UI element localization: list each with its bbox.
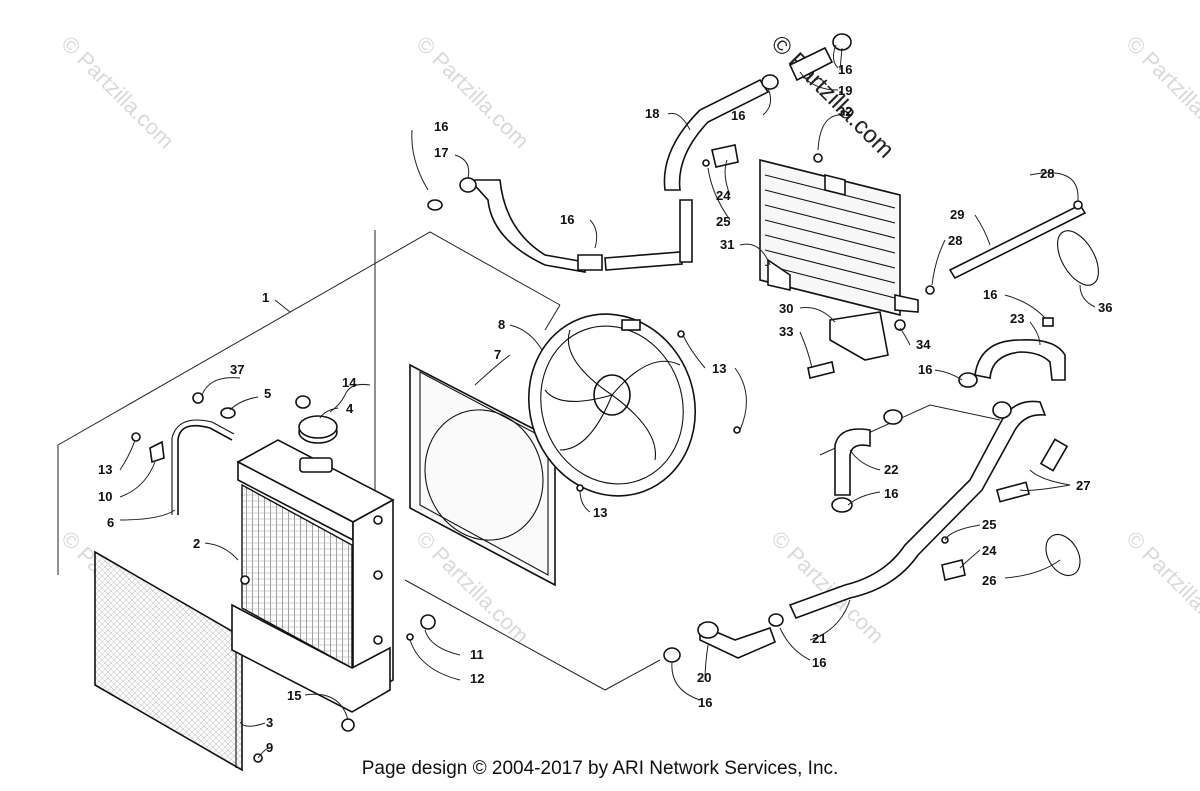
callout-14: 14 <box>342 375 357 390</box>
watermark-text-dark: © Partzilla.com <box>766 30 899 163</box>
callout-3: 3 <box>266 715 273 730</box>
callout-labels: 1 2 3 4 5 6 7 8 9 10 11 12 13 13 13 14 1… <box>98 62 1112 755</box>
oil-line <box>925 200 1087 295</box>
callout-19: 19 <box>838 83 852 98</box>
callout-18: 18 <box>645 106 659 121</box>
fasteners <box>253 330 741 763</box>
radiator <box>231 439 395 713</box>
callout-10: 10 <box>98 489 112 504</box>
callout-16: 16 <box>983 287 997 302</box>
callout-16: 16 <box>698 695 712 710</box>
callout-25: 25 <box>982 517 996 532</box>
foam-pad <box>995 438 1069 503</box>
assembly-bracket <box>57 230 1001 691</box>
watermark-text: © Partzilla.com <box>56 31 179 154</box>
callout-16: 16 <box>434 119 448 134</box>
callout-17: 17 <box>434 145 448 160</box>
callout-20: 20 <box>697 670 711 685</box>
callout-29: 29 <box>950 207 964 222</box>
watermark-text: © Partzilla.com <box>1121 526 1200 649</box>
hose-21 <box>788 400 1047 620</box>
callout-16: 16 <box>560 212 574 227</box>
callout-15: 15 <box>287 688 301 703</box>
callout-1: 1 <box>262 290 269 305</box>
callout-8: 8 <box>498 317 505 332</box>
fan-shroud <box>409 363 556 587</box>
radiator-cap <box>298 415 338 444</box>
callout-12: 12 <box>470 671 484 686</box>
hose-23 <box>958 317 1066 388</box>
clip-lower <box>941 536 966 581</box>
callout-16: 16 <box>884 486 898 501</box>
callout-4: 4 <box>346 401 354 416</box>
callout-6: 6 <box>107 515 114 530</box>
callout-13: 13 <box>712 361 726 376</box>
cooling-fan <box>527 313 697 497</box>
callout-11: 11 <box>470 647 484 662</box>
callout-30: 30 <box>779 301 793 316</box>
hose-18 <box>663 74 779 191</box>
callout-26: 26 <box>982 573 996 588</box>
callout-24: 24 <box>716 188 731 203</box>
callout-16: 16 <box>812 655 826 670</box>
callout-33: 33 <box>779 324 793 339</box>
callout-2: 2 <box>193 536 200 551</box>
callout-13: 13 <box>593 505 607 520</box>
watermark-text: © Partzilla.com <box>1121 31 1200 154</box>
callout-16: 16 <box>731 108 745 123</box>
callout-22: 22 <box>884 462 898 477</box>
callout-7: 7 <box>494 347 501 362</box>
hose-19 <box>788 33 852 82</box>
callout-34: 34 <box>916 337 931 352</box>
callout-13: 13 <box>98 462 112 477</box>
hose-22 <box>831 409 903 513</box>
callout-32: 32 <box>838 104 852 119</box>
bracket <box>807 311 906 379</box>
callout-23: 23 <box>1010 311 1024 326</box>
callout-28: 28 <box>948 233 962 248</box>
callout-28: 28 <box>1040 166 1054 181</box>
radiator-screen <box>94 550 243 772</box>
overflow-hose <box>131 392 311 515</box>
callout-16: 16 <box>838 62 852 77</box>
callout-27: 27 <box>1076 478 1090 493</box>
callout-16: 16 <box>918 362 932 377</box>
hose-upper <box>427 177 693 273</box>
callout-9: 9 <box>266 740 273 755</box>
callout-5: 5 <box>264 386 271 401</box>
callout-31: 31 <box>720 237 734 252</box>
leader-lines <box>119 44 1096 759</box>
callout-25: 25 <box>716 214 730 229</box>
callout-21: 21 <box>812 631 826 646</box>
watermark-text: © Partzilla.com <box>411 31 534 154</box>
hose-clamp <box>1045 230 1099 577</box>
hose-20 <box>663 613 784 663</box>
oil-cooler <box>759 153 919 317</box>
clamp-24-25 <box>702 144 739 168</box>
callout-36: 36 <box>1098 300 1112 315</box>
callout-37: 37 <box>230 362 244 377</box>
copyright-footer: Page design © 2004-2017 by ARI Network S… <box>361 758 839 779</box>
callout-24: 24 <box>982 543 997 558</box>
